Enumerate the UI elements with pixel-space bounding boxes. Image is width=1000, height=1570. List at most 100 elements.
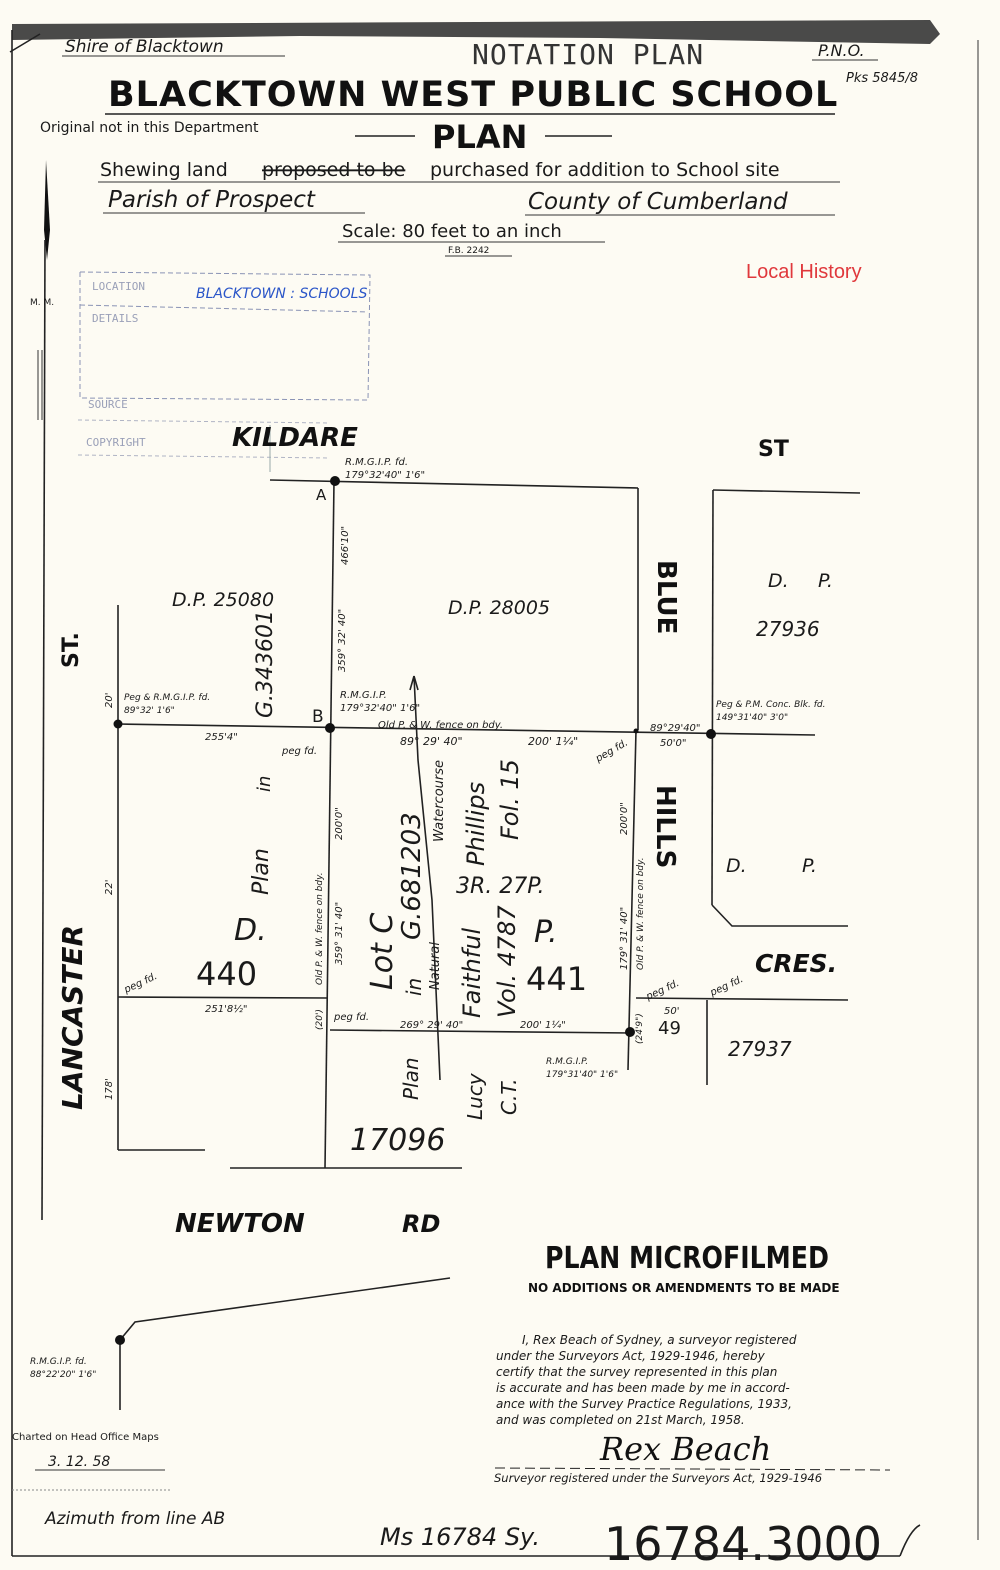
survey-mark-a: [330, 476, 340, 486]
parcel-dp25080: D.P. 25080: [172, 589, 274, 611]
peg-found: peg fd.: [593, 738, 630, 766]
right-side-fence: Old P. & W. fence on bdy.: [636, 857, 646, 970]
county-label: County of Cumberland: [528, 189, 788, 215]
parcel-left-in: in: [254, 776, 275, 792]
signature-caption: Surveyor registered under the Surveyors …: [494, 1471, 822, 1485]
watercourse-label: Watercourse: [432, 760, 447, 842]
newton-bearing: 88°22'20" 1'6": [30, 1370, 96, 1380]
shire-label: Shire of Blacktown: [65, 37, 224, 57]
plan-17096-label: Plan: [399, 1057, 423, 1100]
owner-phillips: Phillips: [462, 782, 490, 866]
shewing-prefix: Shewing land: [100, 159, 228, 181]
certificate-line: certify that the survey represented in t…: [496, 1365, 777, 1379]
parcel-dp27936-d: D.: [768, 570, 789, 592]
peg-found: peg fd.: [281, 746, 317, 757]
distance-255: 255'4": [205, 732, 238, 743]
reference-number: Pks 5845/8: [846, 71, 918, 86]
margin-wedge: [44, 160, 50, 260]
left-side-fence: Old P. & W. fence on bdy.: [315, 872, 325, 985]
original-note: Original not in this Department: [40, 120, 259, 136]
charted-date: 3. 12. 58: [48, 1454, 110, 1470]
plan-17096: 17096: [350, 1123, 445, 1158]
b-bearing: 179°32'40" 1'6": [340, 703, 420, 714]
street-cres: CRES.: [755, 949, 837, 978]
folio-label: Fol. 15: [496, 759, 524, 840]
bottom-distance: 200' 1¼": [520, 1019, 566, 1031]
paren-20: (20'): [315, 1009, 325, 1030]
bottom-right-rmgip: R.M.G.I.P.: [546, 1057, 588, 1067]
boundaries: [117, 479, 861, 1410]
bottom-right-bearing: 179°31'40" 1'6": [546, 1070, 618, 1080]
a-distance: 466'10": [340, 526, 351, 565]
right-distance: 50'0": [660, 738, 686, 749]
distance-50: 50': [664, 1006, 679, 1017]
lot-49: 49: [658, 1018, 681, 1039]
street-hills: HILLS: [650, 785, 680, 868]
peg-mark: [633, 728, 639, 734]
stamp-details-label: DETAILS: [92, 312, 138, 325]
point-a-label: A: [316, 486, 327, 504]
street-lancaster-st: ST.: [59, 632, 84, 668]
distance-178: 178': [104, 1078, 115, 1100]
parcel-left-d: D.: [234, 913, 267, 948]
certificate-line: is accurate and has been made by me in a…: [496, 1381, 790, 1395]
paren-24: (24'9"): [635, 1013, 645, 1044]
lot-c-g681203: G.681203: [397, 812, 427, 940]
stamp-location-value: BLACKTOWN : SCHOOLS: [196, 286, 367, 302]
margin-line: [41, 239, 46, 1221]
shewing-struck: proposed to be: [262, 159, 405, 181]
left-side-distance: 200'0": [334, 807, 345, 840]
right-side-bearing: 179° 31' 40": [619, 907, 630, 970]
parcel-dp27936-p: P.: [818, 570, 833, 592]
parcel-left-plan: Plan: [249, 848, 274, 895]
parcel-dp27936-number: 27936: [756, 617, 820, 641]
street-newton-rd: RD: [402, 1210, 440, 1238]
lot-c-in: in: [402, 978, 426, 996]
newton-rmgip: R.M.G.I.P. fd.: [30, 1357, 87, 1367]
charted-note: Charted on Head Office Maps: [12, 1432, 159, 1443]
survey-mark: [115, 1335, 125, 1345]
frame-corner-br: [899, 1524, 921, 1557]
stamp-location-label: LOCATION: [92, 280, 145, 293]
parish-label: Parish of Prospect: [108, 187, 316, 213]
top-distance: 200' 1¼": [528, 735, 578, 748]
microfilm-title: PLAN MICROFILMED: [545, 1241, 829, 1276]
lot-c: Lot C: [365, 913, 400, 990]
owner-faithful: Faithful: [458, 928, 486, 1018]
azimuth-note: Azimuth from line AB: [44, 1509, 225, 1529]
street-newton: NEWTON: [175, 1209, 305, 1239]
plan-number: 16784.3000: [604, 1517, 882, 1570]
right-peg-note: Peg & P.M. Conc. Blk. fd.: [716, 700, 825, 710]
notation-plan: NOTATION PLAN: [472, 38, 704, 71]
plan-heading: PLAN: [432, 118, 527, 156]
shewing-suffix: purchased for addition to School site: [430, 159, 780, 181]
peg-found: peg fd.: [644, 978, 681, 1003]
field-book: F.B. 2242: [448, 246, 489, 256]
margin-mark: M. M.: [30, 298, 54, 308]
volume-label: Vol. 4787: [493, 905, 521, 1018]
parcel-441: 441: [526, 960, 587, 998]
pno-label: P.N.O.: [818, 41, 865, 60]
a-rmgip: R.M.G.I.P. fd.: [345, 457, 408, 468]
survey-mark: [113, 719, 123, 729]
certificate-line: I, Rex Beach of Sydney, a surveyor regis…: [522, 1333, 797, 1347]
distance-20: 20': [104, 693, 115, 708]
b-rmgip: R.M.G.I.P.: [340, 690, 387, 701]
survey-mark: [625, 1027, 635, 1037]
right-bearing: 89°29'40": [650, 723, 701, 734]
catalog-stamp: LOCATION BLACKTOWN : SCHOOLS DETAILS SOU…: [77, 271, 371, 472]
right-peg-bearing: 149°31'40" 3'0": [716, 713, 788, 723]
microfilm-subtitle: NO ADDITIONS OR AMENDMENTS TO BE MADE: [528, 1281, 840, 1295]
frame-corner: [9, 33, 41, 53]
peg-found: peg fd.: [333, 1012, 369, 1023]
distance-22: 22': [104, 880, 115, 895]
parcel-dp-right-d: D.: [726, 855, 747, 877]
certificate-line: under the Surveyors Act, 1929-1946, here…: [496, 1349, 766, 1363]
surveyor-signature: Rex Beach: [599, 1430, 771, 1468]
ms-number: Ms 16784 Sy.: [380, 1523, 540, 1551]
certificate-line: ance with the Survey Practice Regulation…: [496, 1397, 792, 1411]
survey-mark-b: [325, 723, 335, 733]
area-label: 3R. 27P.: [456, 874, 545, 899]
